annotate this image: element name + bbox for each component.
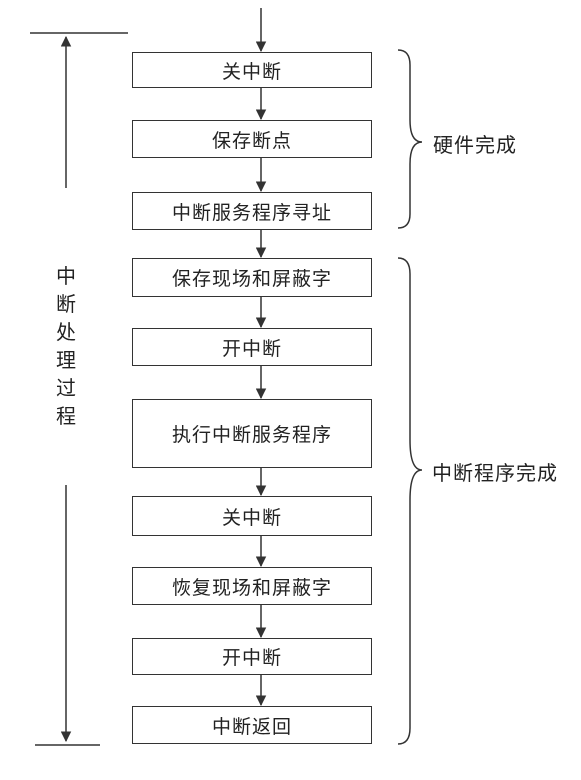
step-service-routine-addressing: 中断服务程序寻址	[132, 192, 372, 230]
process-label: 中断处理过程	[56, 264, 76, 428]
program-group-label: 中断程序完成	[432, 461, 558, 485]
program-brace	[397, 257, 423, 745]
step-save-context-mask: 保存现场和屏蔽字	[132, 258, 372, 297]
hardware-group-label: 硬件完成	[433, 133, 517, 157]
step-open-interrupt: 开中断	[132, 328, 372, 366]
step-close-interrupt-2: 关中断	[132, 496, 372, 536]
step-restore-context-mask: 恢复现场和屏蔽字	[132, 567, 372, 605]
step-interrupt-return: 中断返回	[132, 706, 372, 744]
step-execute-service-routine: 执行中断服务程序	[132, 399, 372, 468]
step-close-interrupt: 关中断	[132, 52, 372, 88]
hardware-brace	[397, 49, 423, 229]
step-open-interrupt-2: 开中断	[132, 638, 372, 675]
step-save-breakpoint: 保存断点	[132, 120, 372, 158]
